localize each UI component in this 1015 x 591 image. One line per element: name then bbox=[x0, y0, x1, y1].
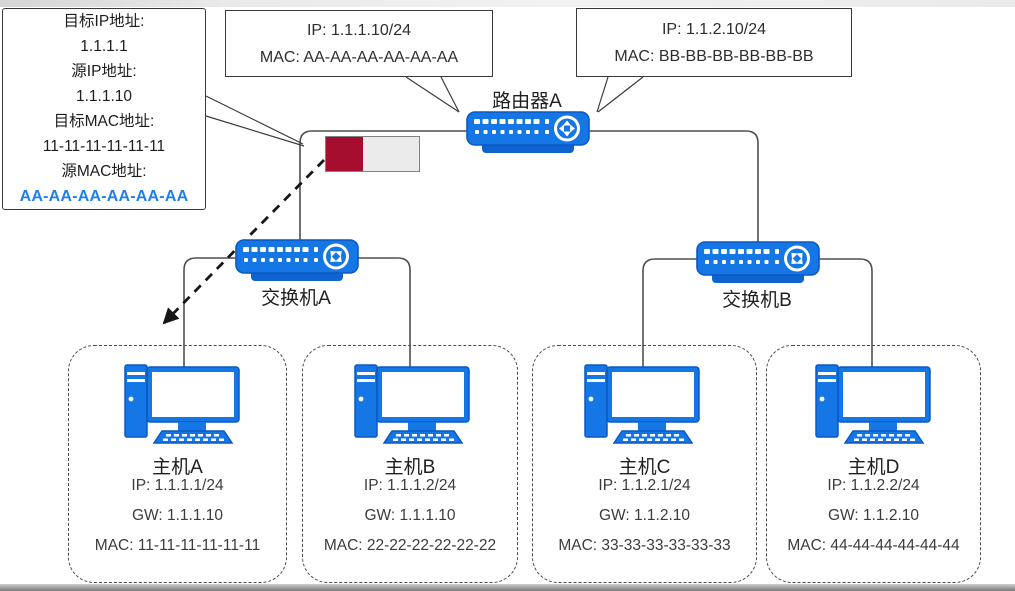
callout-line: 1.1.1.10 bbox=[75, 88, 133, 105]
host-group-box-d bbox=[766, 345, 981, 583]
packet-frame bbox=[325, 136, 420, 172]
host-a-gateway: GW: 1.1.1.10 bbox=[131, 507, 224, 524]
host-c-name: 主机C bbox=[618, 457, 671, 478]
switch-diagonal-arrows-icon bbox=[696, 241, 820, 283]
left-note-tail-line bbox=[440, 76, 460, 113]
switch-b-label: 交换机B bbox=[722, 290, 792, 311]
interface-mac-label: MAC: BB-BB-BB-BB-BB-BB bbox=[614, 47, 814, 65]
callout-line: 源IP地址: bbox=[71, 63, 137, 80]
host-b-ip: IP: 1.1.1.2/24 bbox=[363, 477, 457, 494]
interface-ip-label: IP: 1.1.1.10/24 bbox=[306, 21, 412, 39]
host-d-gateway: GW: 1.1.2.10 bbox=[827, 507, 920, 524]
packet-header-segment bbox=[326, 137, 363, 171]
top-edge-strip bbox=[0, 0, 1015, 7]
callout-line: 目标IP地址: bbox=[63, 13, 145, 30]
packet-payload-segment bbox=[363, 137, 419, 171]
host-c-mac: MAC: 33-33-33-33-33-33 bbox=[558, 537, 731, 554]
callout-line: 1.1.1.1 bbox=[80, 38, 128, 55]
router-crossed-arrows-icon bbox=[466, 111, 590, 153]
switch-diagonal-arrows-icon bbox=[235, 239, 359, 281]
host-a-mac: MAC: 11-11-11-11-11-11 bbox=[94, 537, 261, 554]
callout-line: 11-11-11-11-11-11 bbox=[42, 138, 166, 155]
callout-source-mac-highlight: AA-AA-AA-AA-AA-AA bbox=[19, 188, 189, 205]
bottom-edge-bar bbox=[0, 584, 1015, 591]
host-b-mac: MAC: 22-22-22-22-22-22 bbox=[323, 537, 497, 554]
host-b-gateway: GW: 1.1.1.10 bbox=[364, 507, 456, 524]
interface-mac-label: MAC: AA-AA-AA-AA-AA-AA bbox=[259, 48, 459, 66]
router-right-interface-note: IP: 1.1.2.10/24 MAC: BB-BB-BB-BB-BB-BB bbox=[576, 8, 852, 77]
host-c-ip: IP: 1.1.2.1/24 bbox=[598, 477, 691, 494]
host-d-mac: MAC: 44-44-44-44-44-44 bbox=[787, 537, 960, 554]
host-d-name: 主机D bbox=[847, 457, 900, 478]
host-group-box-a bbox=[68, 345, 287, 583]
interface-ip-label: IP: 1.1.2.10/24 bbox=[661, 20, 767, 38]
callout-line: 目标MAC地址: bbox=[53, 113, 155, 130]
host-d-ip: IP: 1.1.2.2/24 bbox=[827, 477, 920, 494]
desktop-computer-icon bbox=[354, 364, 470, 444]
left-note-tail-line bbox=[405, 76, 460, 113]
right-note-tail-line bbox=[596, 76, 609, 113]
host-c-gateway: GW: 1.1.2.10 bbox=[598, 507, 691, 524]
callout-tail-line bbox=[205, 95, 304, 145]
switch-a-label: 交换机A bbox=[261, 288, 331, 309]
desktop-computer-icon bbox=[584, 364, 700, 444]
router-label: 路由器A bbox=[492, 91, 562, 112]
right-note-tail-line bbox=[597, 76, 644, 113]
callout-tail-line bbox=[205, 115, 305, 147]
callout-line: 源MAC地址: bbox=[61, 163, 147, 180]
host-a-ip: IP: 1.1.1.1/24 bbox=[131, 477, 224, 494]
host-b-name: 主机B bbox=[384, 457, 436, 478]
host-a-name: 主机A bbox=[152, 457, 203, 478]
link-router-switch-b bbox=[587, 130, 759, 246]
router-left-interface-note: IP: 1.1.1.10/24 MAC: AA-AA-AA-AA-AA-AA bbox=[225, 10, 493, 77]
desktop-computer-icon bbox=[124, 364, 240, 444]
desktop-computer-icon bbox=[815, 364, 931, 444]
packet-detail-callout: 目标IP地址: 1.1.1.1 源IP地址: 1.1.1.10 目标MAC地址:… bbox=[2, 8, 206, 210]
